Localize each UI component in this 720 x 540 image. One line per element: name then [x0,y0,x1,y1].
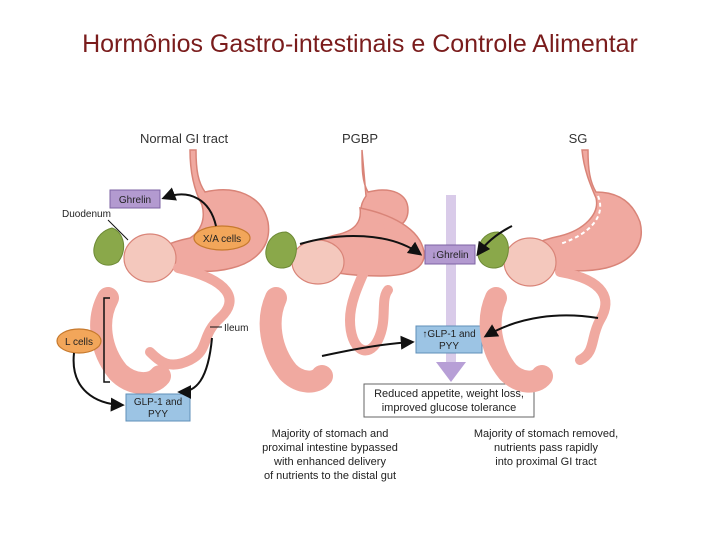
l-cells-label: L cells [65,337,93,348]
up-glp1-pyy-box: ↑GLP-1 and PYY [416,326,482,353]
ghrelin-label-box: Ghrelin [110,190,160,208]
down-ghrelin-label: ↓Ghrelin [431,250,468,261]
down-ghrelin-box: ↓Ghrelin [425,245,475,264]
normal-gi-tract [94,150,269,383]
xa-cells-oval: X/A cells [194,226,250,250]
sg-gi-tract [478,150,641,382]
normal-pancreas [124,234,176,282]
pgbp-gallbladder [266,232,297,268]
sg-caption-line3: into proximal GI tract [495,456,596,468]
pgbp-caption-line2: proximal intestine bypassed [262,442,398,454]
duodenum-label: Duodenum [62,209,111,220]
panel-header-normal: Normal GI tract [140,131,229,146]
pgbp-colon [271,298,322,382]
arrow-sg-to-glp1 [486,315,598,336]
pgbp-gi-tract [266,150,424,382]
sg-caption: Majority of stomach removed, nutrients p… [474,428,618,468]
glp1-pyy-line1: GLP-1 and [134,397,182,408]
glp1-pyy-line2: PYY [148,409,168,420]
normal-gallbladder [94,228,124,265]
xa-cells-label: X/A cells [203,234,241,245]
glp1-pyy-box: GLP-1 and PYY [126,394,190,421]
pgbp-pancreas [292,240,344,284]
pgbp-caption-line1: Majority of stomach and [272,428,389,440]
outcome-box: Reduced appetite, weight loss, improved … [364,384,534,417]
sg-caption-line1: Majority of stomach removed, [474,428,618,440]
panel-header-pgbp: PGBP [342,131,378,146]
central-flow-arrow [436,195,466,382]
sg-pancreas [504,238,556,286]
l-cells-oval: L cells [57,329,101,353]
normal-small-intestine [150,268,230,365]
pgbp-caption-line4: of nutrients to the distal gut [264,470,396,482]
normal-colon [101,298,160,383]
pgbp-caption-line3: with enhanced delivery [273,456,386,468]
ghrelin-label: Ghrelin [119,195,151,206]
panel-header-sg: SG [569,131,588,146]
up-glp1-pyy-line2: PYY [439,341,459,352]
pgbp-caption: Majority of stomach and proximal intesti… [262,428,398,482]
up-glp1-pyy-line1: ↑GLP-1 and [422,329,475,340]
sg-caption-line2: nutrients pass rapidly [494,442,598,454]
outcome-line1: Reduced appetite, weight loss, [374,388,524,400]
sg-colon [491,298,542,382]
outcome-line2: improved glucose tolerance [382,402,517,414]
ileum-label: Ileum [224,323,248,334]
